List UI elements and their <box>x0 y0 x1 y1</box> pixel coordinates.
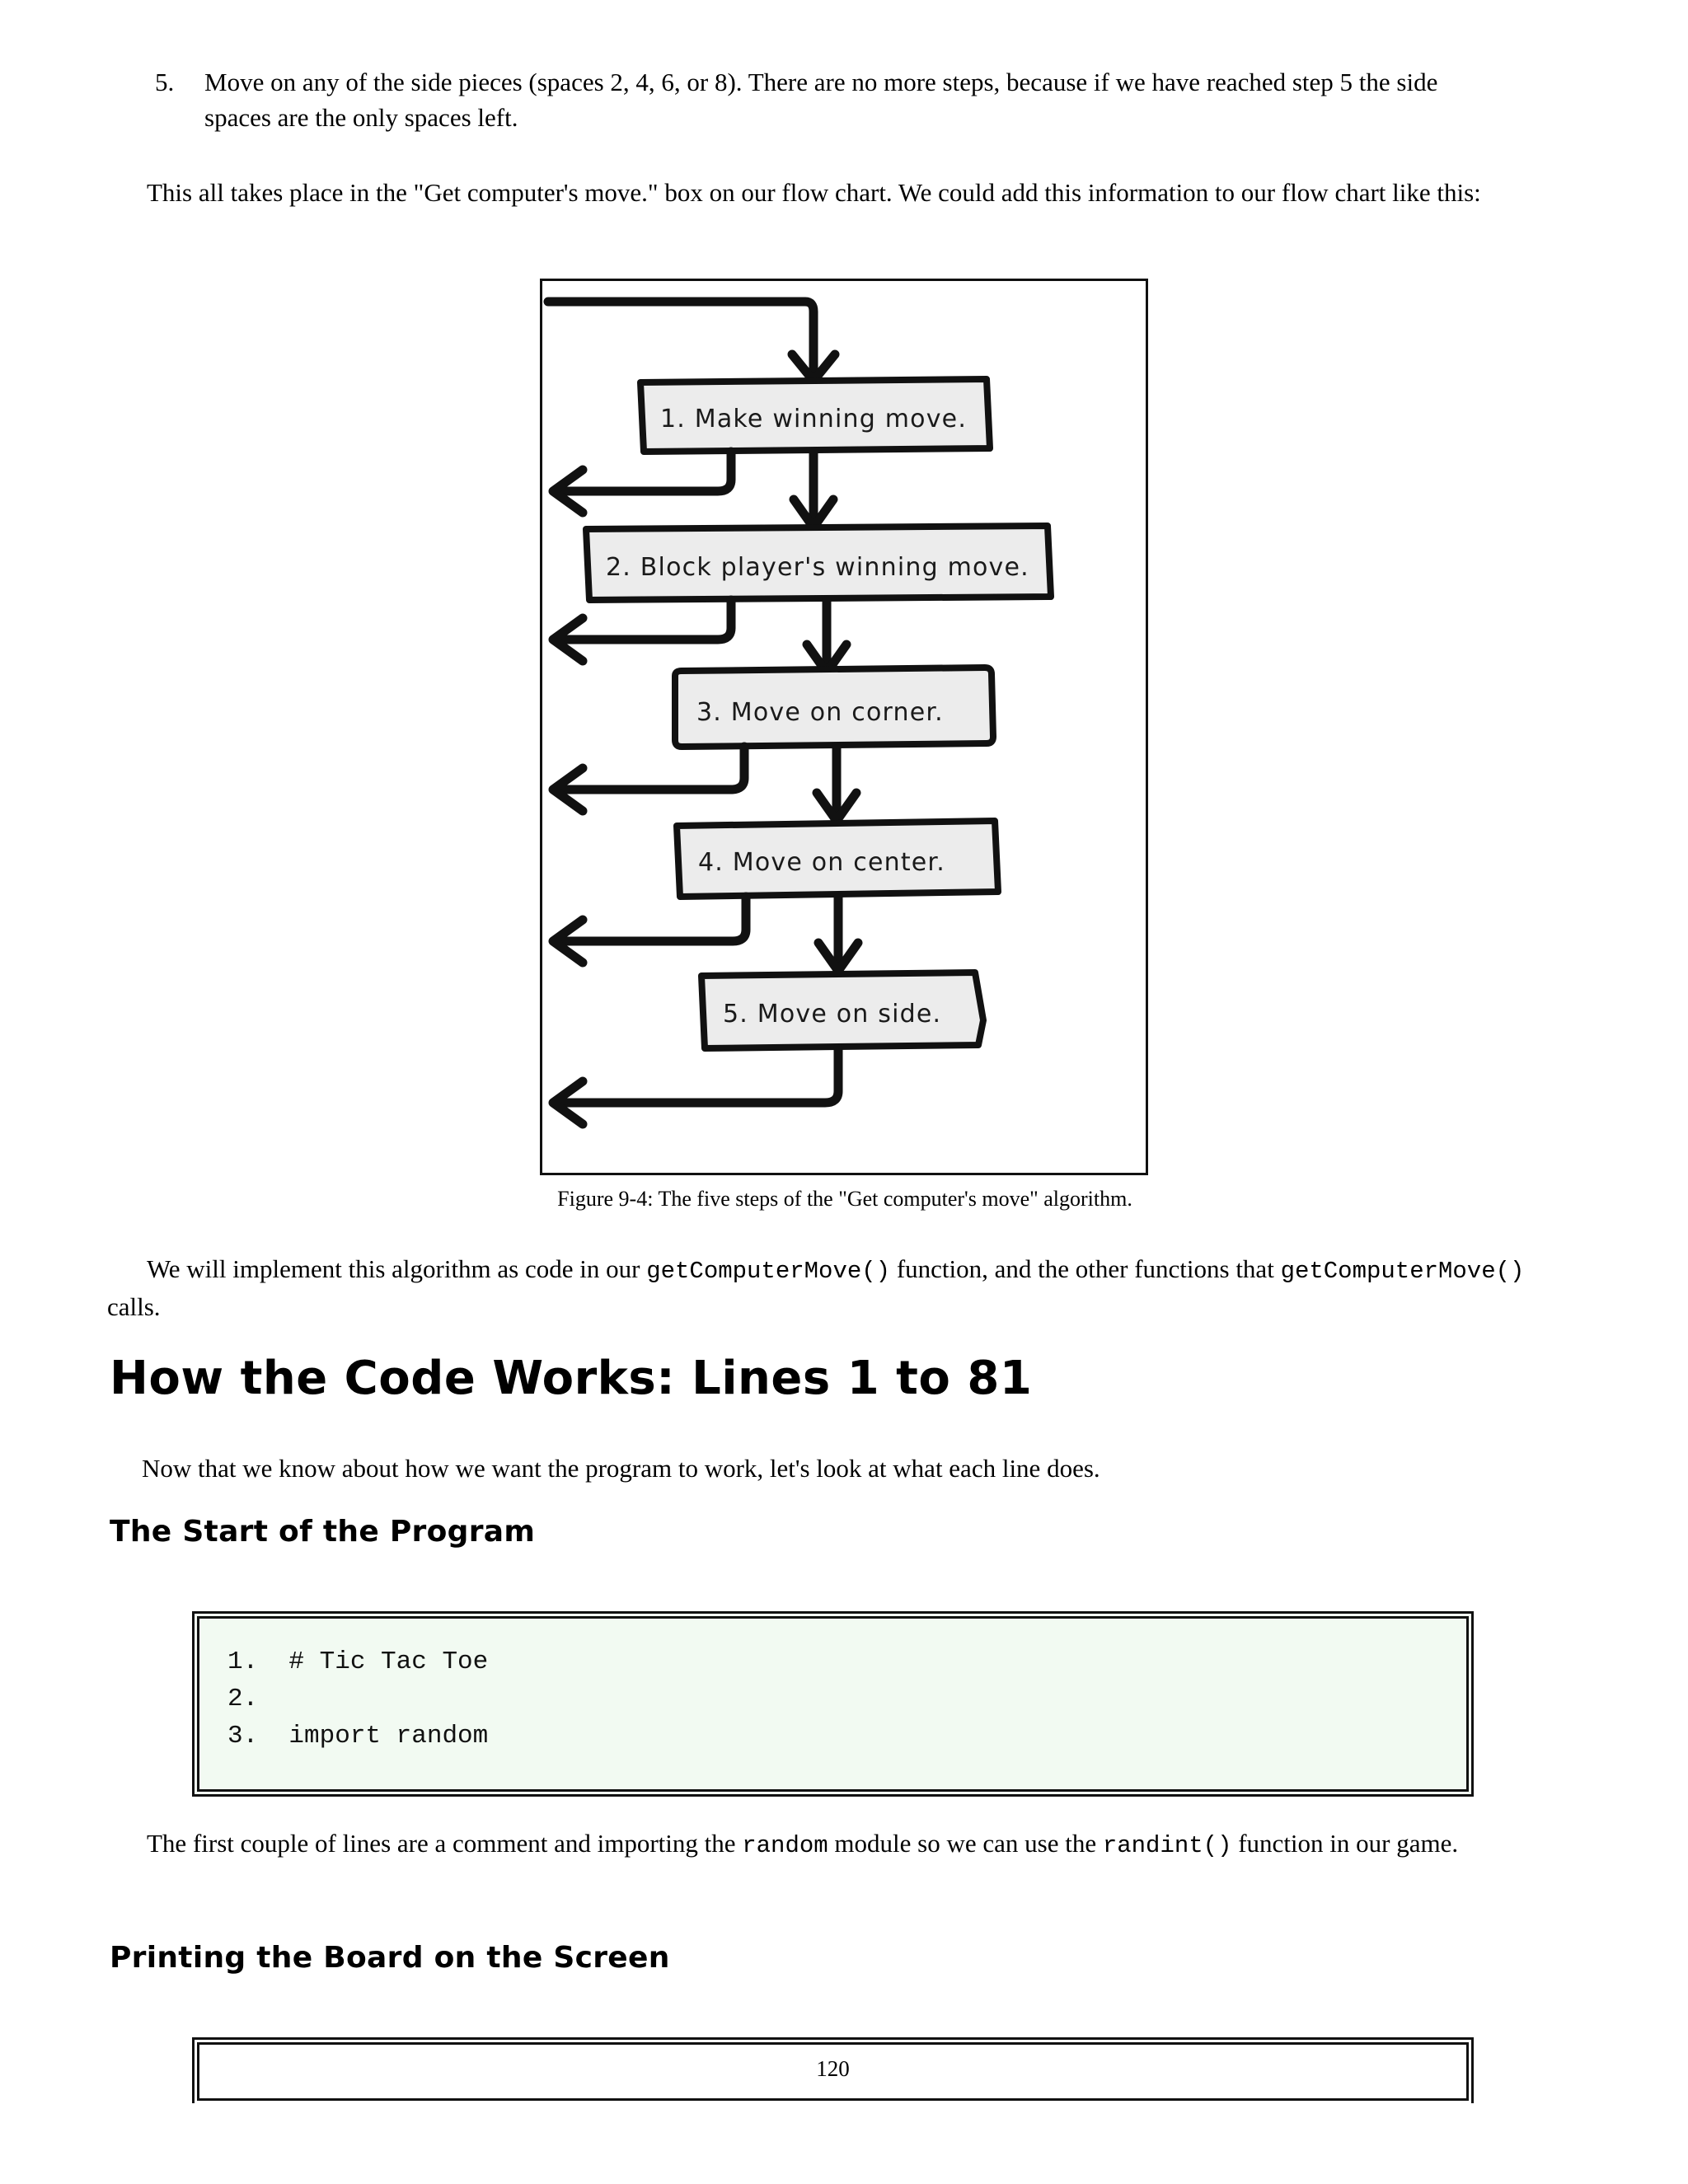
flow-box-1 <box>637 376 993 455</box>
first-couple-text-b: module so we can use the <box>828 1829 1103 1858</box>
flow-box-3 <box>672 664 996 750</box>
inline-code-getcomputermove-1: getComputerMove() <box>646 1258 891 1285</box>
first-couple-text-a: The first couple of lines are a comment … <box>147 1829 743 1858</box>
code-line: 2. <box>227 1685 259 1713</box>
flow-box-4 <box>673 818 1001 900</box>
inline-code-getcomputermove-2: getComputerMove() <box>1280 1258 1525 1285</box>
flow-box-3-label: 3. Move on corner. <box>696 698 944 727</box>
section-heading-printing-board: Printing the Board on the Screen <box>110 1941 670 1975</box>
paragraph-flowchart-intro: This all takes place in the "Get compute… <box>147 178 1481 207</box>
exit-arrow-2 <box>548 613 588 666</box>
paragraph-implement: We will implement this algorithm as code… <box>107 1251 1533 1324</box>
list-item: 5. Move on any of the side pieces (space… <box>155 64 1498 136</box>
paragraph-first-couple: The first couple of lines are a comment … <box>107 1825 1533 1863</box>
exit-arrow-4 <box>548 915 588 968</box>
exit-arrow-1 <box>548 465 588 518</box>
exit-arrow-5 <box>548 1076 588 1129</box>
list-item-number: 5. <box>155 68 175 96</box>
implement-text-c: calls. <box>107 1291 161 1321</box>
exit-line-2 <box>556 595 736 644</box>
exit-line-4 <box>556 892 751 946</box>
first-couple-text-c: function in our game. <box>1231 1829 1459 1858</box>
inline-code-random: random <box>742 1832 828 1859</box>
code-block: 1. # Tic Tac Toe 2. 3. import random <box>192 1611 1474 1797</box>
flow-box-1-label: 1. Make winning move. <box>660 405 967 434</box>
exit-line-3 <box>556 742 749 794</box>
code-block-content: 1. # Tic Tac Toe 2. 3. import random <box>227 1643 1455 1755</box>
list-item-text: Move on any of the side pieces (spaces 2… <box>204 68 1438 133</box>
code-line: 1. # Tic Tac Toe <box>227 1647 489 1676</box>
exit-arrow-3 <box>548 763 588 816</box>
flow-box-5 <box>698 969 987 1052</box>
exit-line-5 <box>556 1043 843 1108</box>
exit-line-1 <box>556 447 736 496</box>
page-number: 120 <box>816 2056 850 2081</box>
paragraph-now-that-we-know: Now that we know about how we want the p… <box>142 1454 1100 1483</box>
implement-text-b: function, and the other functions that <box>890 1254 1281 1283</box>
inline-code-randint: randint() <box>1102 1832 1232 1859</box>
flowchart-svg: .ln { fill:none; stroke:#111; stroke-wid… <box>543 297 1054 1129</box>
page-title: How the Code Works: Lines 1 to 81 <box>110 1352 1033 1405</box>
footer-frame <box>192 2037 1474 2103</box>
flow-box-4-label: 4. Move on center. <box>698 848 945 877</box>
figure-caption: Figure 9-4: The five steps of the "Get c… <box>557 1187 1132 1211</box>
entry-line <box>543 297 818 381</box>
figure-flowchart: .ln { fill:none; stroke:#111; stroke-wid… <box>540 279 1150 1177</box>
implement-text-a: We will implement this algorithm as code… <box>147 1254 647 1283</box>
code-line: 3. import random <box>227 1722 489 1750</box>
flow-box-5-label: 5. Move on side. <box>723 1000 941 1029</box>
section-heading-start-of-program: The Start of the Program <box>110 1515 536 1549</box>
flow-box-2-label: 2. Block player's winning move. <box>606 553 1029 582</box>
flow-box-2 <box>583 523 1054 603</box>
